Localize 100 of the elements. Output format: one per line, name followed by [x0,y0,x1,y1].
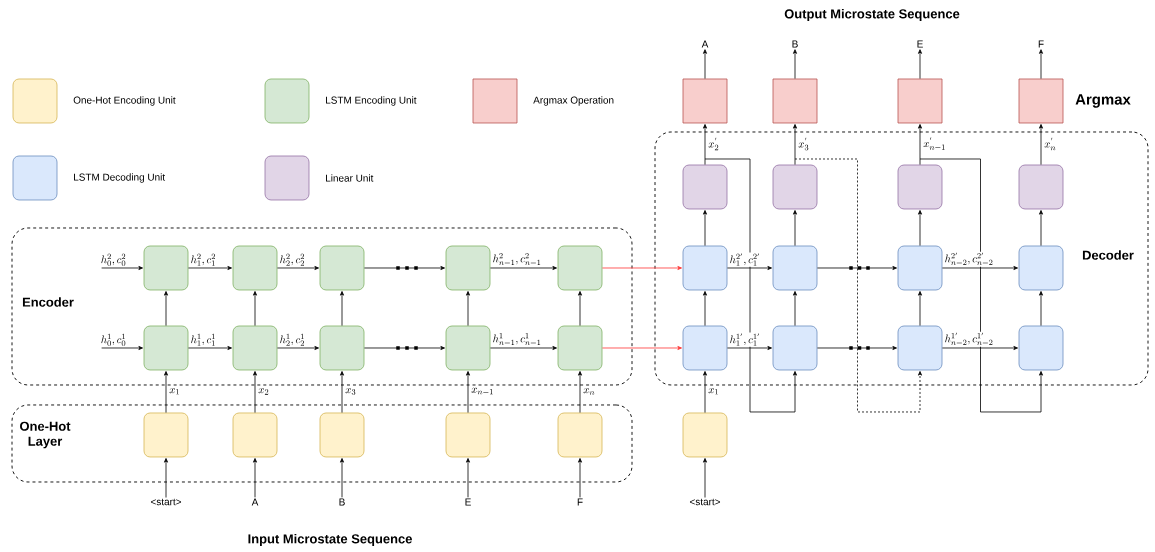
arrow [918,124,922,165]
one-hot-unit [143,412,189,458]
arrow [703,124,707,165]
argmax-box [682,78,728,124]
sequence-label: E [917,40,923,48]
group-label: One-Hot Layer [20,421,71,449]
arrow [466,371,470,413]
sequence-label: B [792,40,798,48]
argmax-box [897,78,943,124]
linear-unit [1018,164,1064,210]
arrow [277,346,319,350]
sequence-label: F [577,498,583,506]
arrow [794,158,922,413]
arrow [918,291,922,326]
arrow [919,158,1043,413]
argmax-box [772,78,818,124]
edge-label: $x_1$ [707,387,721,396]
lstm-cell [1018,325,1064,371]
one-hot-unit [557,412,603,458]
lstm-cell [557,245,603,291]
heading: Input Microstate Sequence [248,533,412,546]
arrow [164,371,168,413]
lstm-cell [143,325,189,371]
legend-label: LSTM Encoding Unit [326,96,417,106]
edge-label: $h_0^1, c_0^1$ [99,332,128,347]
sequence-label: B [339,498,345,506]
arrow [466,458,470,498]
legend-label: Linear Unit [326,174,374,182]
arrow [727,346,772,350]
arrow [578,371,582,413]
linear-unit [897,164,943,210]
arrow [703,49,707,79]
edge-label: $x_1$ [168,387,182,396]
arrow [164,291,168,326]
arrow [793,210,797,246]
lstm-cell [772,245,818,291]
edge-label: $h_2^1, c_2^1$ [278,332,306,347]
linear-unit [772,164,818,210]
arrow [253,371,257,413]
arrow [253,291,257,326]
lstm-cell [897,245,943,291]
arrow [602,346,682,350]
legend-label: Argmax Operation [533,96,614,106]
edge-label: $x_{n-1}$ [470,386,495,397]
arrow [578,291,582,326]
arrow [188,266,232,270]
edge-label: $h_{n-2}^{2'}, c_{n-2}^{2'}$ [943,251,995,267]
arrow [703,371,707,413]
lstm-cell [319,245,365,291]
lstm-cell [1018,245,1064,291]
arrow [793,291,797,326]
one-hot-unit [445,412,491,458]
lstm-cell [232,325,278,371]
arrow [340,458,344,498]
edge-label: $h_{n-1}^2, c_{n-1}^2$ [491,252,543,267]
lstm-cell [143,245,189,291]
sequence-label: E [465,498,471,506]
edge-label: $x_2$ [257,387,271,396]
lstm-cell [445,245,491,291]
arrow [602,266,682,270]
edge-label: $x^{'}_n$ [1043,136,1058,152]
arrow [1039,291,1043,326]
edge-label: $h_{n-2}^{1'}, c_{n-2}^{1'}$ [943,331,995,347]
arrow [490,266,557,270]
edge-label: $h_0^2, c_0^2$ [99,252,128,267]
group-label: Decoder [1082,250,1134,260]
arrow [727,266,772,270]
arrow [1039,210,1043,246]
lstm-cell [319,325,365,371]
sequence-label: A [251,498,259,506]
edge-label: $x^{'}_2$ [707,136,721,152]
lstm-cell [682,245,728,291]
arrow [703,458,707,498]
group-label: Encoder [22,297,74,307]
arrow [704,158,797,413]
arrow [578,458,582,498]
one-hot-unit [682,412,728,458]
title: Output Microstate Sequence [784,8,960,22]
edge-label: $x_n$ [582,387,597,396]
arrow [918,210,922,246]
sequence-label: F [1038,40,1044,48]
arrow [793,49,797,79]
arrow [101,346,143,350]
edge-label: $h_1^{2'}, c_1^{2'}$ [728,252,762,267]
edge-label: $h_1^2, c_1^2$ [189,252,217,267]
arrow [340,371,344,413]
arrow [340,291,344,326]
arrow [277,266,319,270]
arrow [918,49,922,79]
legend-label: LSTM Decoding Unit [74,173,166,183]
sequence-label: A [701,40,709,48]
arrow [942,346,1018,350]
lstm-cell [557,325,603,371]
legend-label: One-Hot Encoding Unit [73,96,176,106]
lstm-cell [897,325,943,371]
edge-label: $h_1^1, c_1^1$ [189,332,217,347]
arrow [942,266,1018,270]
one-hot-unit [232,412,278,458]
arrow [703,210,707,246]
arrow [703,291,707,326]
